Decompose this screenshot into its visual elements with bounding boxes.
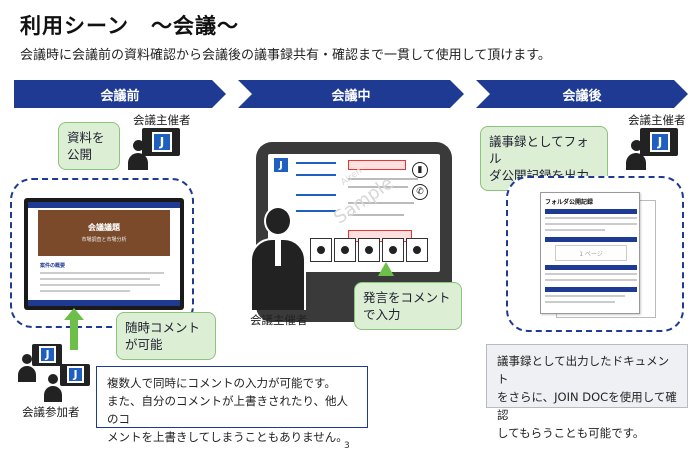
share-bubble: 資料を 公開 [58,122,120,170]
phase-during: 会議中 [238,80,464,108]
j-app-icon: J [39,346,56,363]
person-icon [44,374,62,402]
person-icon [128,140,148,170]
speech-comment-bubble: 発言をコメント で入力 [354,282,462,330]
organizer-pc-before: J [142,128,180,160]
participant-pc-2: J [60,364,90,390]
doc-front-page: フォルダ公開記録 1 ページ [540,192,640,314]
video-tiles [310,238,428,262]
tablet-screen: 会議議題 市場調査と市場分析 案件の概要 [28,202,180,306]
doc-header-image: 会議議題 市場調査と市場分析 [38,210,170,256]
organizer-label-before: 会議主催者 [133,113,191,127]
phase-after: 会議後 [476,80,688,108]
after-doc-title: フォルダ公開記録 [545,199,594,206]
before-note: 複数人で同時にコメントの入力が可能です。 また、自分のコメントが上書きされたり、… [96,366,368,444]
comment-bubble: 随時コメント が可能 [116,312,216,360]
j-app-icon: J [67,366,84,383]
page-placeholder: 1 ページ [555,245,627,261]
doc-subtitle: 市場調査と市場分析 [81,237,127,243]
participant-pc-1: J [32,344,62,370]
page-number: 3 [344,441,350,451]
organizer-label-during: 会議主催者 [250,313,308,327]
j-app-icon: J [650,132,670,152]
comment-highlight-1 [348,160,406,170]
organizer-label-after: 会議主催者 [628,113,686,127]
arrow-up-icon [64,308,84,320]
tablet-frame: 会議議題 市場調査と市場分析 案件の概要 [24,198,184,310]
j-app-icon: J [152,132,172,152]
arrow-up-icon-during [378,262,394,276]
after-note: 議事録として出力したドキュメント をさらに、JOIN DOCを使用して確認 して… [486,344,688,440]
j-app-icon: J [274,158,288,172]
doc-section: 案件の概要 [40,263,66,269]
phase-before: 会議前 [14,80,226,108]
page-subtitle: 会議時に会議前の資料確認から会議後の議事録共有・確認まで一貫して使用して頂けます… [20,48,551,63]
arrow-up-shaft [70,318,78,350]
person-icon [250,206,306,310]
participants-label: 会議参加者 [22,405,80,419]
camera-icon[interactable]: ▮ [412,162,428,178]
watermark-airen: Airen [339,166,365,188]
person-icon [626,140,646,170]
doc-title: 会議議題 [88,223,120,232]
page-title: 利用シーン ～会議～ [20,14,239,38]
phone-icon[interactable]: ✆ [412,184,428,200]
organizer-pc-after: J [640,128,678,160]
person-icon [18,354,36,382]
